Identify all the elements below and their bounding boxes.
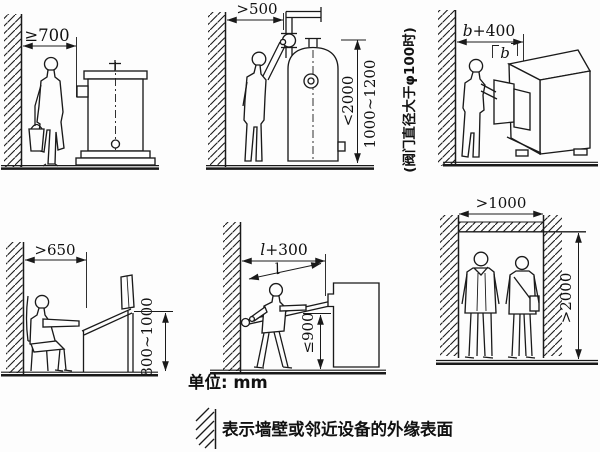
person-figure [248, 282, 307, 369]
legend-text: 表示墙壁或邻近设备的外缘表面 [222, 419, 453, 439]
diagram-standing-clearance: ≥700 [1, 14, 159, 170]
diagram-rod-clearance: l+300 l ≤900 [210, 222, 386, 375]
person-figure [461, 58, 498, 158]
dim-label-wall-clearance: >500 [236, 0, 277, 18]
tank [287, 37, 346, 162]
side-nozzle [337, 141, 346, 152]
dim-var: b [463, 22, 473, 40]
dim-label-total-clearance: l+300 [260, 241, 308, 259]
diagram-valve-clearance: >500 <2000 1000~1200 (阀门直径大于φ100时) [206, 0, 418, 173]
person-figure [461, 251, 500, 359]
wall-hatch [208, 12, 225, 165]
wall-hatch [6, 242, 23, 373]
diagram-passage-clearance: >1000 >2000 [436, 194, 598, 365]
wall-hatch-icon [195, 407, 217, 449]
ceiling-hatch [459, 222, 544, 232]
person-figure [505, 255, 540, 359]
dim-label-clearance: >650 [34, 241, 75, 259]
console [81, 274, 135, 372]
person-figure [25, 294, 80, 372]
dim-var: l [260, 241, 265, 259]
machine [327, 282, 380, 368]
wall-hatch [544, 215, 562, 356]
dim-label-height-range: 800~1000 [138, 297, 156, 376]
bucket [28, 128, 45, 152]
wall-hatch [4, 14, 21, 167]
dim-bracket [492, 43, 518, 58]
wall-hatch [438, 10, 455, 166]
dim-offset: +300 [265, 241, 308, 259]
drawer [493, 79, 531, 131]
dim-label-width: >1000 [476, 194, 527, 212]
pipe-stub [76, 85, 89, 98]
person-figure [28, 56, 65, 167]
dim-offset: +400 [473, 22, 516, 40]
console-panel [120, 274, 135, 310]
dim-label-max-height: <2000 [339, 76, 357, 127]
diagram-drawer-clearance: b+400 b [438, 10, 598, 167]
dim-label-total-clearance: b+400 [463, 22, 516, 40]
dim-label-rod-length: l [273, 260, 282, 279]
dimension-line [248, 262, 322, 281]
wall-hatch [223, 222, 240, 371]
tank [75, 60, 156, 166]
unit-note: 单位: mm [188, 372, 268, 392]
legend: 表示墙壁或邻近设备的外缘表面 [195, 407, 453, 449]
bag-strap [513, 276, 533, 302]
diagram-seated-clearance: >650 800~1000 [1, 241, 173, 377]
dim-label-max-height: ≤900 [299, 312, 317, 353]
dim-label-height: >2000 [557, 273, 575, 324]
dim-label-valve-height: 1000~1200 [361, 60, 379, 149]
dim-label-width: ≥700 [24, 26, 69, 45]
person-figure [242, 38, 287, 162]
wall-hatch [440, 215, 458, 356]
dim-label-drawer-depth: b [500, 44, 510, 62]
valve-note: (阀门直径大于φ100时) [401, 27, 418, 173]
shoulder-bag [529, 295, 540, 312]
